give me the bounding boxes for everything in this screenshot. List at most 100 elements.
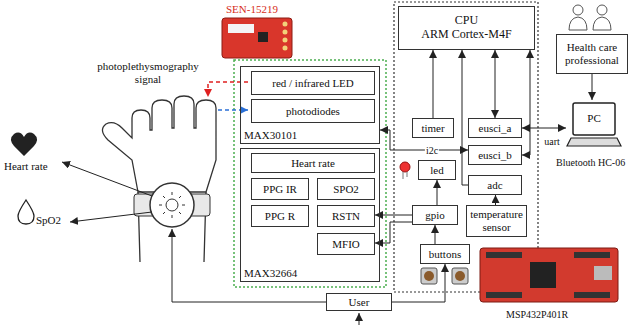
node-text: led [430,164,443,177]
light-emit-line [208,82,248,97]
cpu-box: CPUARM Cortex-M4F [398,6,535,50]
node-text: red / infrared LED [272,77,354,90]
button-cap [455,271,465,281]
person-head [573,5,583,15]
node-text: ARM Cortex-M4F [421,28,511,42]
figure-label: MSP432P401R [506,308,568,321]
node-text: adc [487,179,502,192]
person-body [569,17,587,30]
led-box: red / infrared LED [251,71,375,95]
output-arrow [70,212,152,222]
peripheral-box: eusci_b [468,145,522,165]
connector-label: i2c [425,145,439,156]
node-text: photodiodes [286,105,340,118]
node-text: eusci_b [478,149,512,162]
watch-face [150,183,194,227]
laptop-screen [573,103,615,135]
node-text: User [349,296,370,309]
board-header [486,252,522,258]
node-text: gpio [425,209,445,222]
laptop-base [567,138,621,146]
connector [435,225,436,244]
sensor-box: temperature sensor [466,205,527,237]
connector [495,195,496,205]
connector [522,128,566,129]
sensor-module-box: MAX30101 red / infrared LED photodiodes [240,66,380,144]
connector [495,50,496,118]
sensor-board [222,18,292,58]
module-group-outline [234,60,386,287]
board-pins [283,24,288,48]
node-text: CPU [455,14,478,28]
hand-outline [102,96,216,192]
mcu-chip [530,262,556,288]
hub-module-box: MAX32664 Heart ratePPG IR SPO2PPG R RSTN MFI… [240,148,380,282]
node-text: RSTN [332,210,360,223]
peripheral-box: buttons [420,244,470,264]
figure-label: SEN-15219 [226,3,278,16]
person-body [593,17,611,30]
light-return-line [218,109,248,111]
watch-sun [166,199,178,211]
peripheral-box: adc [468,175,522,195]
node-text: temperature sensor [470,208,523,233]
node-text: PPG IR [263,183,297,196]
board-print [228,24,254,33]
laptop-shape [566,100,622,152]
connector [375,215,412,216]
figure-label: photoplethysmography signal [89,60,207,86]
node-text: eusci_a [479,122,512,135]
board-header [574,292,610,298]
node-text: PC [587,112,600,125]
module-name: MAX30101 [244,129,297,142]
user-box: User [326,293,392,311]
board-header [574,252,610,258]
actor-box: Health care professional [556,34,628,74]
button-cap [424,271,434,281]
heart-icon [11,133,37,156]
function-box: PPG R [251,205,309,227]
connector [375,222,412,243]
figure-label: SpO2 [36,214,61,227]
drop-icon [18,200,34,224]
peripheral-box: timer [412,118,454,138]
button-icon [452,268,468,284]
module-name: MAX32664 [244,267,297,280]
person-head [597,5,607,15]
connector [433,50,434,118]
photodiode-box: photodiodes [251,99,375,123]
figure-label: Bluetooth HC-06 [556,156,625,169]
function-box: Heart rate [251,153,375,173]
pin-box: MFIO [317,233,375,255]
node-text: Heart rate [291,157,335,170]
connector [437,180,438,205]
peripheral-box: eusci_a [468,118,522,138]
connector [392,264,445,302]
function-box: SPO2 [317,178,375,200]
output-arrow [62,162,152,196]
node-text: PPG R [265,210,295,223]
usb-port [594,266,612,280]
connector-label: uart [543,136,561,147]
pin-box: RSTN [317,205,375,227]
user-wear-line [172,229,326,302]
connector [592,74,593,100]
node-text: timer [421,122,444,135]
user-input-line [359,313,360,325]
watch-sun-rays [159,192,185,218]
node-text: Health care professional [560,41,624,66]
connector [522,50,530,155]
function-box: PPG IR [251,178,309,200]
node-text: MFIO [332,238,360,251]
node-text: SPO2 [333,183,359,196]
figure-label: Heart rate [4,160,48,173]
launchpad-board [480,248,618,302]
board-header [486,292,522,298]
computer-icon: PC [566,100,622,152]
led-icon [400,162,410,172]
button-icon [421,268,437,284]
node-text: buttons [429,248,461,261]
led-legs [403,172,407,179]
board-chip [258,32,268,42]
